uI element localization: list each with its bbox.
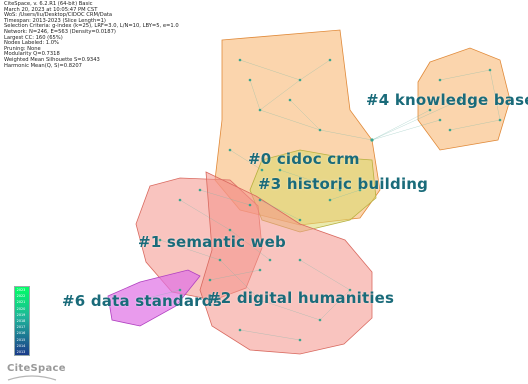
logo-swoosh-icon xyxy=(7,375,57,381)
meta-line: Largest CC: 160 (65%) xyxy=(4,34,63,41)
cluster-label-6[interactable]: #6 data standards xyxy=(62,292,222,310)
legend-year-label: 2016 xyxy=(16,331,26,336)
year-color-legend xyxy=(14,286,30,356)
cluster-label-0[interactable]: #0 cidoc crm xyxy=(248,150,360,168)
meta-line: CiteSpace, v. 6.2.R1 (64-bit) Basic xyxy=(4,1,93,7)
cluster-hulls xyxy=(107,29,511,355)
hull-cluster-2 xyxy=(199,171,373,355)
legend-year-label: 2015 xyxy=(16,337,26,342)
meta-line: Harmonic Mean(Q, S)=0.8207 xyxy=(4,62,82,69)
meta-line: Weighted Mean Silhouette S=0.9343 xyxy=(4,56,100,63)
cluster-label-4[interactable]: #4 knowledge base xyxy=(366,91,528,109)
cluster-label-1[interactable]: #1 semantic web xyxy=(138,233,286,251)
citespace-logo: CiteSpace xyxy=(7,363,66,374)
legend-year-label: 2021 xyxy=(16,300,26,305)
legend-year-label: 2014 xyxy=(16,343,26,348)
meta-line: March 20, 2023 at 10:05:47 PM CST xyxy=(4,6,98,13)
legend-year-label: 2018 xyxy=(16,319,26,323)
metadata-panel: CiteSpace, v. 6.2.R1 (64-bit) Basic Marc… xyxy=(4,1,179,69)
legend-year-label: 2013 xyxy=(16,350,26,354)
meta-line: Network: N=246, E=563 (Density=0.0187) xyxy=(4,28,116,35)
meta-line: Selection Criteria: g-index (k=25), LRF=… xyxy=(4,23,179,30)
meta-line: Modularity Q=0.7318 xyxy=(4,51,60,58)
meta-line: WoS: /Users/liu/Desktop/CIDOC CRM/Data xyxy=(4,12,113,19)
meta-line: Nodes Labeled: 1.0% xyxy=(4,40,59,47)
hull-cluster-6 xyxy=(107,269,201,327)
meta-line: Pruning: None xyxy=(4,45,41,52)
legend-year-label: 2017 xyxy=(16,325,26,330)
meta-line: Timespan: 2013-2023 (Slice Length=1) xyxy=(4,17,106,24)
cluster-label-2[interactable]: #2 digital humanities xyxy=(208,289,395,307)
hull-cluster-4 xyxy=(417,47,511,151)
cluster-label-3[interactable]: #3 historic building xyxy=(258,175,429,193)
legend-year-label: 2022 xyxy=(16,294,26,299)
legend-year-label: 2020 xyxy=(16,306,26,311)
legend-year-label: 2019 xyxy=(16,312,26,317)
legend-year-label: 2023 xyxy=(16,288,26,292)
network-nodes xyxy=(138,58,502,342)
network-edges xyxy=(139,59,501,341)
